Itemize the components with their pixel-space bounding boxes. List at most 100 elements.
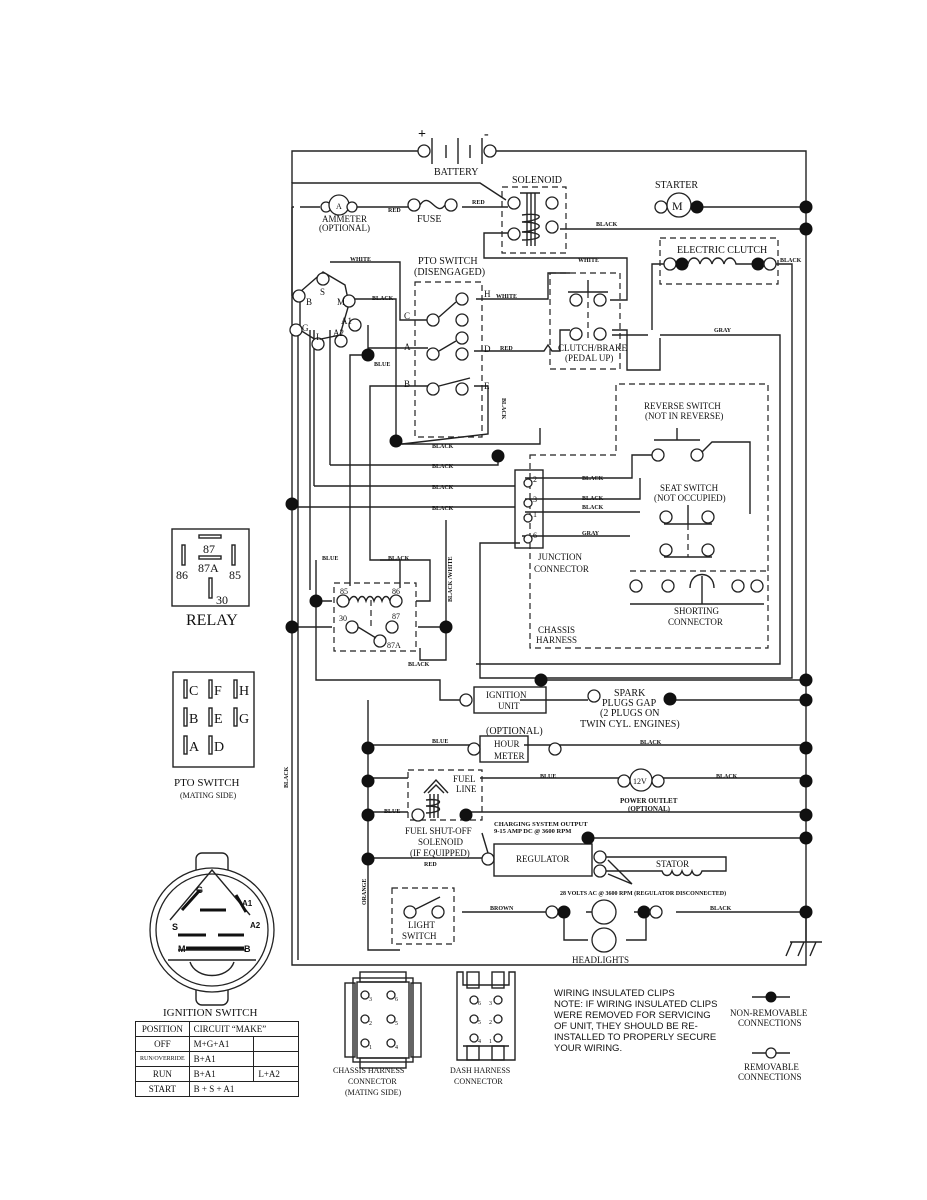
stator-label: STATOR	[656, 859, 689, 869]
wire-label-black: BLACK	[596, 222, 618, 228]
dash-pin	[493, 995, 503, 1005]
chassis-conn-1: CHASSIS HARNESS	[333, 1066, 404, 1075]
power-outlet-label: POWER OUTLET	[620, 797, 678, 805]
power-outlet-sub: (OPTIONAL)	[628, 805, 671, 813]
electric-clutch: ELECTRIC CLUTCH BLACK	[659, 237, 802, 285]
fuel-shutoff-3: (IF EQUIPPED)	[410, 848, 470, 858]
hour-meter-label: HOUR	[494, 739, 520, 749]
solenoid: SOLENOID	[501, 175, 567, 254]
clutch-brake-sub: (PEDAL UP)	[565, 353, 613, 363]
table-header-row: POSITION CIRCUIT “MAKE”	[135, 1021, 299, 1037]
starter-motor-symbol: M	[672, 199, 683, 213]
chassis-harness: REVERSE SWITCH (NOT IN REVERSE) SEAT SWI…	[529, 383, 769, 649]
dash-pin	[493, 1014, 503, 1024]
hour-meter-note: (OPTIONAL)	[486, 726, 543, 737]
relay-30: 30	[216, 593, 228, 607]
pto-switch-label: PTO SWITCH	[418, 256, 478, 267]
jc-pin-2: 2	[533, 475, 537, 484]
wl-blue-po: BLUE	[540, 774, 556, 780]
spark-line-3: (2 PLUGS ON	[600, 708, 659, 719]
note-title: WIRING INSULATED CLIPS	[554, 988, 675, 999]
spark-line-2: PLUGS GAP	[602, 698, 657, 709]
relay-86: 86	[176, 568, 188, 582]
wl-black-3: BLACK	[582, 496, 604, 502]
light-switch-label: LIGHT	[408, 920, 435, 930]
table-row: OFF M+G+A1	[135, 1036, 299, 1052]
wl-black-left: BLACK	[284, 766, 290, 788]
term-A2: A2	[333, 328, 344, 338]
ign-face-A1: A1	[242, 899, 253, 908]
charging-output-2: 9-15 AMP DC @ 3600 RPM	[494, 828, 571, 835]
pto-switch: PTO SWITCH (DISENGAGED) C A B H D E WHIT…	[404, 256, 599, 438]
seat-switch-sub: (NOT OCCUPIED)	[654, 493, 726, 503]
light-switch-sub: SWITCH	[402, 931, 437, 941]
dash-pin-label: 5	[478, 1020, 481, 1026]
pto-pin-bar	[183, 735, 188, 755]
chassis-conn-2: CONNECTOR	[348, 1077, 397, 1086]
dash-pin-label: 4	[478, 1039, 481, 1045]
ignition-terminal-ring: S B M A1 G L A2 WHITE BLACK BLUE	[289, 257, 394, 368]
ignition-unit-label: IGNITION	[486, 690, 527, 700]
wl-black-r2: BLACK	[432, 464, 454, 470]
ign-face-M: M	[178, 944, 186, 954]
pto-switch-sub: (DISENGAGED)	[414, 267, 485, 278]
dash-pin	[469, 995, 479, 1005]
junction-label: JUNCTION	[538, 552, 582, 562]
fuel-line-1: FUEL	[453, 774, 476, 784]
wl-blue-relay: BLUE	[322, 556, 338, 562]
circuit-cell: M+G+A1	[188, 1036, 255, 1052]
pto-pin-label: D	[214, 740, 224, 755]
pto-term-E: E	[484, 381, 490, 391]
chassis-pin	[386, 1038, 396, 1048]
ground-bus	[799, 200, 813, 919]
chassis-pin	[360, 1038, 370, 1048]
spark-line-4: TWIN CYL. ENGINES)	[580, 719, 680, 730]
ignition-switch-title: IGNITION SWITCH	[163, 1007, 257, 1019]
wl-black-1: BLACK	[582, 505, 604, 511]
fuel-shutoff-2: SOLENOID	[418, 837, 463, 847]
dash-conn-1: DASH HARNESS	[450, 1066, 510, 1075]
wire-label-red-2: RED	[472, 200, 485, 206]
wl-black-white: BLACK /WHITE	[448, 556, 454, 602]
shorting-connector-label: SHORTING	[674, 606, 719, 616]
chassis-pin-label: 3	[369, 997, 372, 1003]
relay-87a: 87A	[198, 561, 219, 575]
pto-term-D: D	[484, 344, 491, 354]
pto-pin-bar	[183, 679, 188, 699]
pto-pin-label: A	[189, 740, 200, 755]
header-position: POSITION	[135, 1021, 190, 1037]
wl-blue-hm: BLUE	[432, 739, 448, 745]
circuit-cell: B+A1	[188, 1051, 255, 1067]
wire-label-blue: BLUE	[374, 362, 390, 368]
pto-pin-bar	[233, 707, 238, 727]
relay-85: 85	[229, 568, 241, 582]
battery: + - BATTERY	[417, 127, 497, 178]
relay-title: RELAY	[186, 612, 238, 629]
pto-pin-bar	[183, 707, 188, 727]
power-outlet-symbol: 12V	[633, 777, 647, 786]
dash-pin-label: 6	[478, 1001, 481, 1007]
dash-pin-label: 1	[489, 1039, 492, 1045]
ignition-unit: IGNITION UNIT SPARK PLUGS GAP (2 PLUGS O…	[459, 673, 680, 730]
ammeter: A AMMETER (OPTIONAL) RED	[319, 194, 401, 233]
fuel-shutoff-1: FUEL SHUT-OFF	[405, 826, 472, 836]
chassis-conn-3: (MATING SIDE)	[345, 1088, 402, 1097]
wire-label-black-m: BLACK	[372, 296, 394, 302]
wl-black-87a: BLACK	[408, 662, 430, 668]
chassis-pin-label: 4	[395, 1045, 398, 1051]
legend-removable-1: REMOVABLE	[744, 1062, 799, 1072]
dash-pin-label: 3	[489, 1001, 492, 1007]
charging-output-1: CHARGING SYSTEM OUTPUT	[494, 821, 588, 828]
hour-meter: (OPTIONAL) HOUR METER BLUE BLACK	[361, 726, 662, 763]
jc-pin-3: 3	[533, 495, 537, 504]
wire-label-white: WHITE	[350, 257, 371, 263]
pto-mating-title: PTO SWITCH	[174, 777, 240, 789]
wl-black-relay: BLACK	[388, 556, 410, 562]
pto-pin-bar	[233, 679, 238, 699]
wire-label-red-d: RED	[500, 346, 513, 352]
ign-face-A2: A2	[250, 921, 261, 930]
pto-term-A: A	[404, 342, 411, 352]
extra-cell	[253, 1036, 299, 1052]
